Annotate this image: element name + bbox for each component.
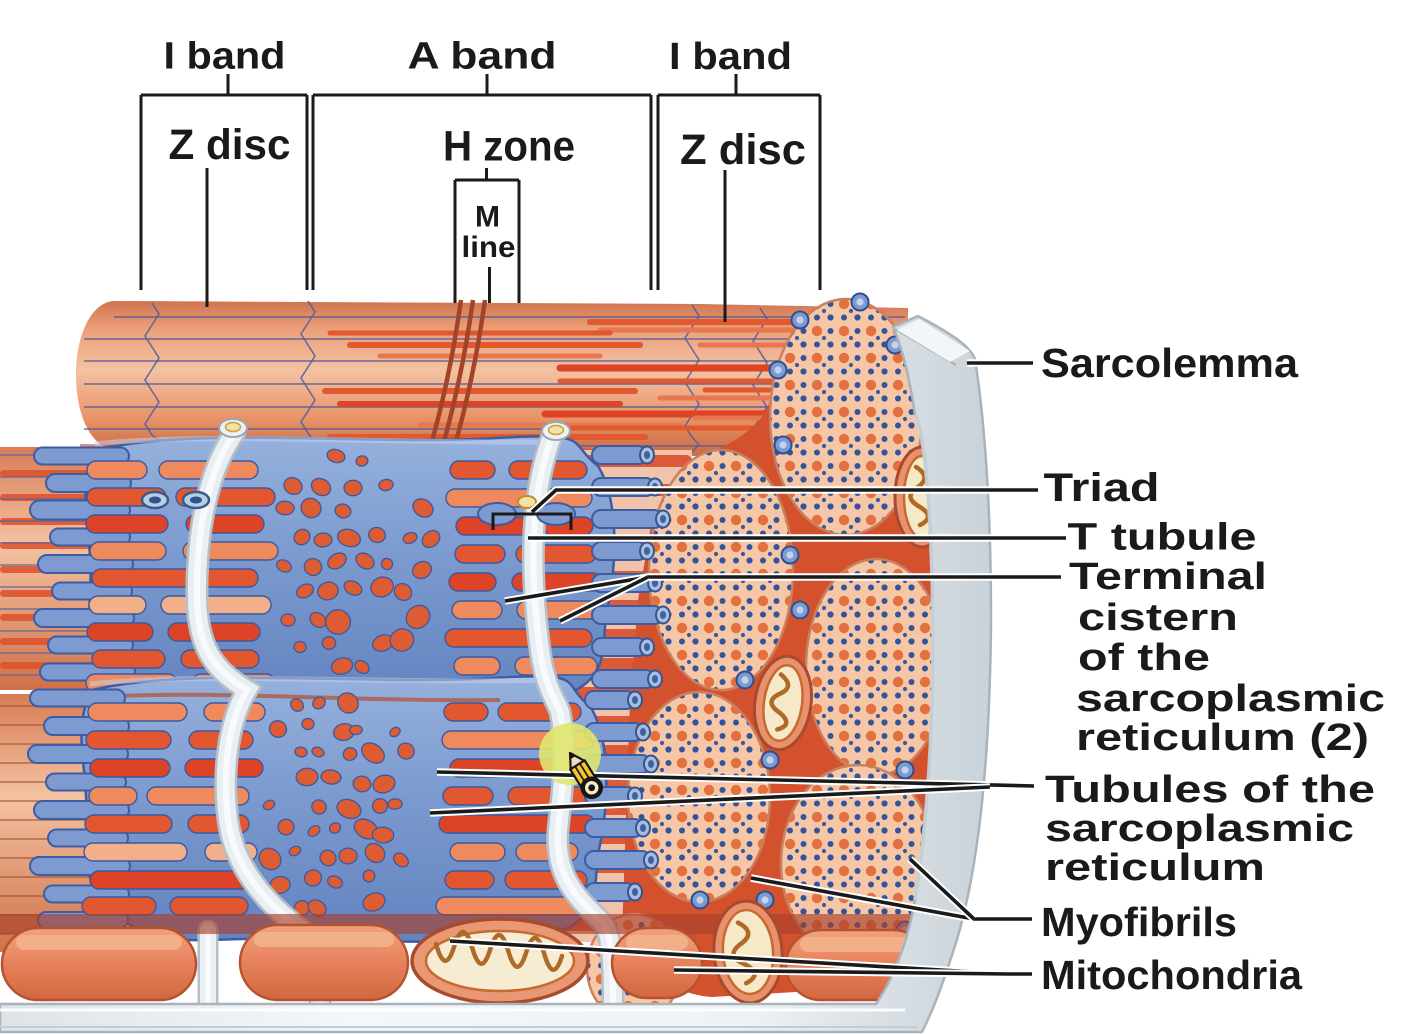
svg-text:I band: I band [669, 36, 792, 78]
svg-text:cistern: cistern [1078, 597, 1238, 639]
svg-text:sarcoplasmic: sarcoplasmic [1045, 808, 1354, 850]
svg-text:Terminal: Terminal [1069, 556, 1267, 598]
svg-text:reticulum: reticulum [1045, 847, 1265, 889]
svg-text:line: line [462, 231, 516, 264]
svg-text:I band: I band [164, 36, 286, 78]
svg-text:Myofibrils: Myofibrils [1041, 899, 1237, 945]
svg-text:Z disc: Z disc [680, 126, 806, 174]
svg-text:H zone: H zone [443, 123, 575, 171]
svg-text:T tubule: T tubule [1068, 517, 1257, 559]
svg-text:Tubules of the: Tubules of the [1045, 769, 1375, 811]
svg-text:of the: of the [1078, 637, 1210, 679]
svg-text:sarcoplasmic: sarcoplasmic [1076, 678, 1385, 720]
svg-text:Sarcolemma: Sarcolemma [1041, 340, 1299, 386]
svg-text:Z disc: Z disc [169, 121, 291, 169]
svg-text:A band: A band [408, 36, 557, 78]
svg-text:M: M [475, 201, 500, 234]
svg-text:Triad: Triad [1044, 466, 1160, 510]
svg-text:Mitochondria: Mitochondria [1041, 952, 1303, 998]
svg-text:reticulum (2): reticulum (2) [1076, 717, 1369, 759]
